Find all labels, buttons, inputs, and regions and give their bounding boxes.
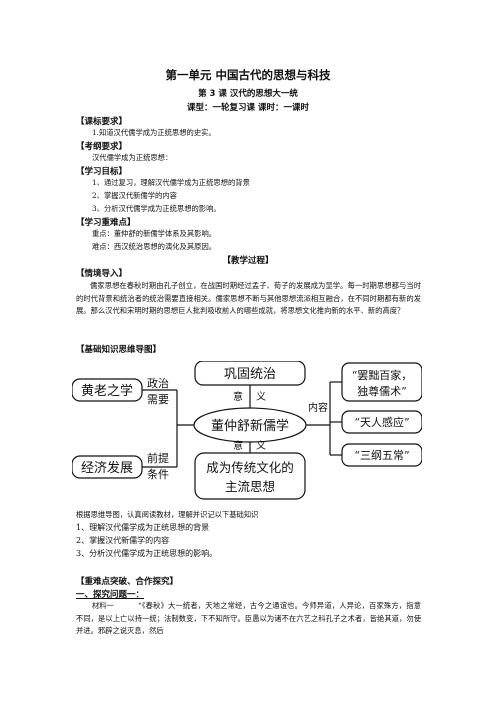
aftermap-item-1: 1、理解汉代儒学成为正统思想的背景: [76, 523, 210, 532]
mm-bottom-1: 成为传统文化的: [206, 460, 294, 475]
mm-right-3: “三纲五常”: [354, 449, 409, 462]
material-text: “《春秋》大一统者，天地之常经，古今之通谊也。今师异道，人异论，百家殊方，指意不…: [76, 601, 421, 635]
mm-content-label: 内容: [308, 401, 328, 414]
mm-bottom-2: 主流思想: [225, 479, 275, 494]
mm-yi-bottom-2: 义: [256, 440, 266, 452]
mm-left-bottom: 经济发展: [81, 460, 133, 476]
kaogang-item: 汉代儒学成为正统思想：: [92, 153, 173, 162]
mm-politics-2: 需要: [147, 393, 169, 406]
mm-yi-top-2: 义: [256, 391, 266, 403]
mm-premise-1: 前提: [147, 451, 169, 465]
mindmap-heading: 【基础知识思维导图】: [76, 345, 162, 355]
tanjiu-heading: 【重难点突破、合作探究】: [76, 577, 179, 587]
zhongnan-heading: 【学习重难点】: [76, 218, 136, 228]
mm-yi-top-1: 意: [233, 390, 243, 403]
mm-right-1b: 独尊儒术”: [357, 384, 407, 398]
aftermap-item-2: 2、掌握汉代新儒学的内容: [76, 536, 170, 545]
mm-center: 董仲舒新儒学: [211, 418, 289, 434]
daoru-heading: 【情境导入】: [76, 269, 128, 279]
mindmap-diagram: 黄老之学 经济发展 政治 需要 前提 条件 巩固统治 意 义 董仲舒新儒学 意 …: [72, 361, 422, 500]
mubiao-item-2: 2、掌握汉代新儒学的内容: [92, 191, 177, 200]
mm-premise-2: 条件: [147, 467, 169, 481]
mm-left-top: 黄老之学: [81, 383, 133, 399]
mm-right-2: “天人感应”: [354, 415, 409, 429]
mm-yi-bottom-1: 意: [233, 439, 243, 452]
mm-top: 巩固统治: [224, 367, 276, 382]
mubiao-item-1: 1、通过复习，理解汉代儒学成为正统思想的背景: [92, 178, 250, 187]
aftermap-intro: 根据思维导图，认真阅读教材，理解并识记以下基础知识: [76, 510, 259, 519]
kebiao-heading: 【课标要求】: [76, 117, 128, 127]
daoru-paragraph: 儒家思想在春秋时期由孔子创立，在战国时期经过孟子、荀子的发展成为显学。每一时期思…: [76, 281, 421, 315]
mm-politics-1: 政治: [147, 376, 169, 390]
zhongnan-item-1: 重点：董仲舒的新儒学体系及其影响。: [92, 229, 217, 238]
process-heading: 【教学过程】: [222, 256, 274, 266]
mm-right-1a: “罢黜百家，: [352, 368, 413, 382]
mubiao-heading: 【学习目标】: [76, 167, 128, 177]
page-title: 第一单元 中国古代的思想与科技: [165, 68, 331, 82]
kaogang-heading: 【考纲要求】: [76, 142, 128, 152]
zhongnan-item-2: 难点：西汉统治思想的演化及其原因。: [92, 242, 217, 251]
material-label: 材料一: [92, 601, 114, 610]
lesson-type: 课型：一轮复习课 课时：一课时: [187, 103, 309, 113]
kebiao-item: 1.知道汉代儒学成为正统思想的史实。: [92, 128, 216, 137]
tanjiu-sub: 一、探究问题一：: [76, 590, 145, 600]
mubiao-item-3: 3、分析汉代儒学成为正统思想的影响。: [92, 204, 221, 213]
aftermap-item-3: 3、分析汉代儒学成为正统思想的影响。: [76, 549, 218, 558]
lesson-title: 第 3 课 汉代的思想大一统: [198, 89, 298, 99]
